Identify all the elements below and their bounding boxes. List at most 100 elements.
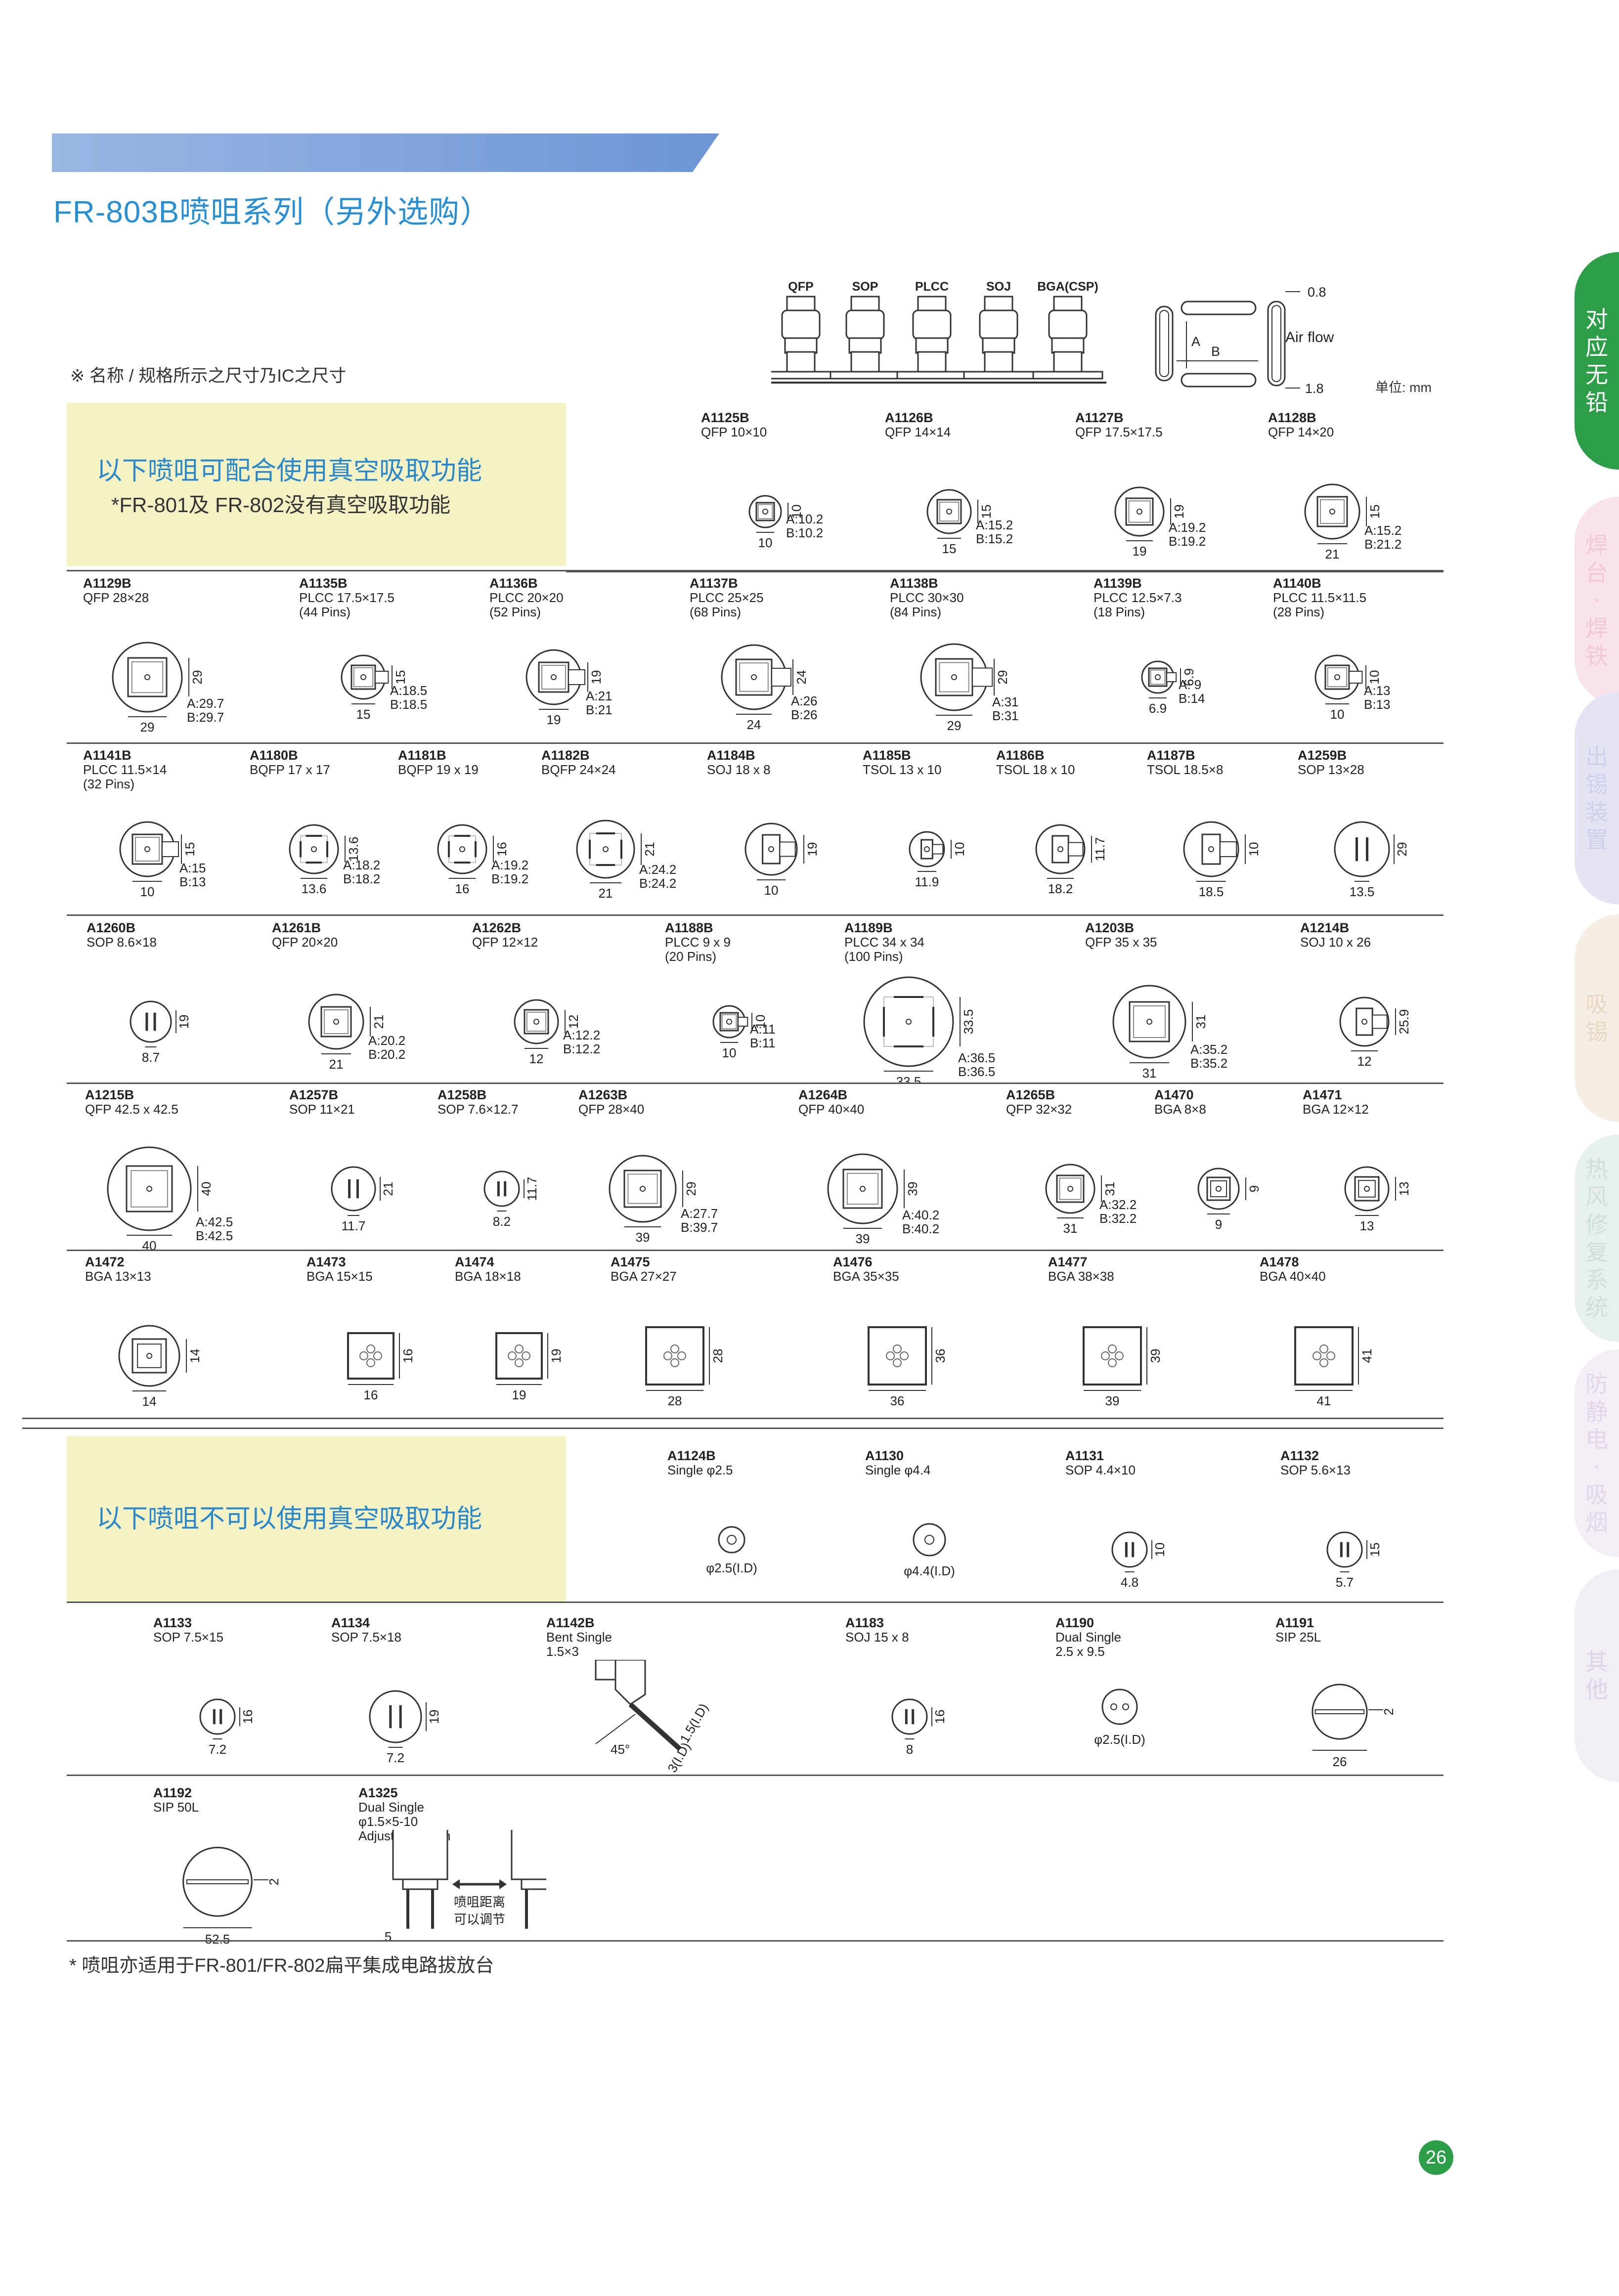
- side-tab-char: ·: [1593, 587, 1601, 614]
- dim-height: 10: [789, 505, 804, 519]
- dim-width: 6.9: [1149, 701, 1167, 716]
- dim-height: 21: [371, 1015, 386, 1029]
- dim-height: 16: [932, 1710, 947, 1724]
- nozzle-spec: SOJ 18 x 8: [707, 762, 771, 777]
- side-tab-char: 置: [1585, 826, 1608, 853]
- side-tab-char: 他: [1585, 1676, 1608, 1703]
- dim-pitch-min: 5: [385, 1929, 392, 1944]
- side-tab-char: 铅: [1585, 389, 1608, 416]
- side-tab-char: 系: [1585, 1266, 1608, 1293]
- nozzle-spec: SOP 7.5×15: [153, 1630, 223, 1645]
- nozzle-code: A1132: [1280, 1448, 1319, 1463]
- dim-b: B:19.2: [1169, 534, 1206, 549]
- dim-width: 13.5: [1350, 884, 1375, 899]
- nozzle-spec: Bent Single: [546, 1630, 612, 1645]
- dim-a: A:12.2: [563, 1028, 600, 1042]
- dim-height: 19: [427, 1710, 441, 1724]
- plain-section-banner: [67, 1436, 566, 1602]
- dim-width: 12: [1357, 1054, 1372, 1069]
- legend-dim-bottom: 1.8: [1305, 381, 1324, 396]
- nozzle-spec: BGA 38×38: [1048, 1269, 1114, 1284]
- nozzle-spec: SOP 8.6×18: [87, 935, 157, 950]
- side-tab[interactable]: 焊台·焊铁: [1575, 497, 1619, 704]
- dim-width: 5.7: [1336, 1575, 1354, 1590]
- nozzle-spec: Single φ4.4: [865, 1463, 931, 1477]
- dim-height: 10: [952, 842, 967, 857]
- nozzle-spec: TSOL 13 x 10: [863, 762, 942, 777]
- side-tab[interactable]: 出锡装置: [1575, 692, 1619, 905]
- nozzle-spec: QFP 28×40: [578, 1102, 645, 1117]
- page-title: FR-803B喷咀系列（另外选购）: [53, 195, 491, 229]
- nozzle-code: A1138B: [890, 576, 938, 591]
- dim-height: 13: [1397, 1182, 1411, 1196]
- nozzle-code: A1188B: [665, 920, 713, 935]
- nozzle-code: A1262B: [472, 920, 522, 935]
- dim-height: 21: [381, 1182, 395, 1196]
- nozzle-code: A1137B: [690, 576, 738, 591]
- nozzle-code: A1134: [331, 1615, 370, 1630]
- dim-height: 15: [393, 670, 408, 685]
- air-flow-diagram: [1155, 291, 1300, 389]
- dim-width: 16: [455, 881, 470, 896]
- side-tab-char: 应: [1585, 334, 1608, 360]
- nozzle-spec: BGA 8×8: [1154, 1102, 1206, 1117]
- dim-slot-width: 2: [1381, 1708, 1396, 1715]
- dim-width: 18.5: [1199, 884, 1224, 899]
- side-tab[interactable]: 防静电·吸烟: [1575, 1349, 1619, 1557]
- nozzle-diagram: 11.78.2: [483, 1170, 539, 1229]
- dim-width: 9: [1215, 1217, 1222, 1232]
- nozzle-spec: QFP 17.5×17.5: [1075, 425, 1163, 439]
- header-banner: [52, 133, 719, 172]
- side-tab[interactable]: 吸锡: [1575, 914, 1619, 1122]
- dim-width: 31: [1063, 1221, 1078, 1236]
- dim-width: 8.7: [142, 1050, 160, 1065]
- nozzle-spec: BGA 35×35: [833, 1269, 899, 1284]
- nozzle-subspec: (68 Pins): [690, 605, 742, 619]
- nozzle-code: A1214B: [1300, 920, 1350, 935]
- dim-width: 36: [890, 1393, 905, 1408]
- nozzle-diagram: 11.718.2: [1035, 824, 1107, 896]
- side-tab[interactable]: 对应无铅: [1575, 252, 1619, 470]
- dim-height: 15: [182, 842, 197, 857]
- dim-a: A:18.2: [343, 858, 380, 872]
- side-tab[interactable]: 其他: [1575, 1569, 1619, 1782]
- nozzle-diagram: φ2.5(I.D): [706, 1526, 757, 1575]
- nozzle-spec: QFP 42.5 x 42.5: [85, 1102, 178, 1117]
- dim-b: B:21.2: [1364, 537, 1401, 552]
- dim-width: 7.2: [209, 1742, 226, 1757]
- nozzle-spec: TSOL 18 x 10: [996, 762, 1075, 777]
- dim-width: 12: [529, 1051, 544, 1066]
- dim-height: 24: [794, 670, 809, 685]
- dim-length: 26: [1333, 1754, 1347, 1769]
- dim-width: 13.6: [302, 881, 327, 896]
- side-tab-char: 焊: [1585, 615, 1608, 642]
- nozzle-diagram: 10 11.9: [909, 831, 967, 889]
- nozzle-diagram: 167.2: [199, 1698, 255, 1757]
- nozzle-spec: BGA 12×12: [1303, 1102, 1369, 1117]
- legend-type-label: QFP: [788, 280, 813, 294]
- dim-height: 29: [995, 670, 1010, 685]
- dim-b: B:20.2: [368, 1047, 405, 1062]
- dim-b: B:18.2: [343, 871, 380, 886]
- side-tab[interactable]: 热风修复系统: [1575, 1134, 1619, 1342]
- dim-width: 7.2: [387, 1750, 404, 1765]
- nozzle-spec: PLCC 11.5×11.5: [1273, 590, 1367, 605]
- nozzle-spec: QFP 40×40: [798, 1102, 865, 1117]
- dim-width: 11.9: [915, 874, 939, 889]
- air-flow-label: Air flow: [1285, 329, 1334, 346]
- nozzle-spec: BGA 15×15: [306, 1269, 373, 1284]
- nozzle-code: A1473: [306, 1255, 346, 1269]
- nozzle-code: A1127B: [1075, 410, 1124, 425]
